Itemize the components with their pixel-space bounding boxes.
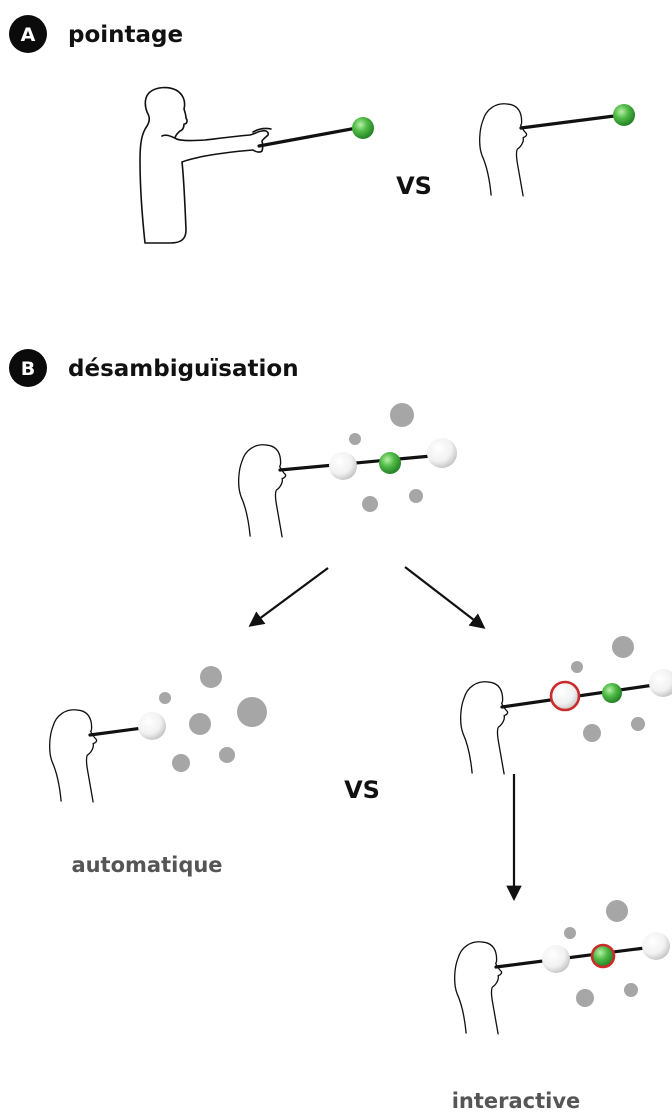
candidate-white-ball bbox=[329, 452, 357, 480]
badge-a bbox=[9, 15, 47, 53]
distractor-dot bbox=[571, 661, 583, 673]
badge-a-letter: A bbox=[21, 24, 36, 46]
distractor-dot bbox=[576, 989, 594, 1007]
arrow-to-automatic bbox=[248, 567, 329, 627]
distractor-dot bbox=[349, 433, 361, 445]
interactive-scene-step-2 bbox=[454, 900, 670, 1035]
automatic-scene bbox=[49, 666, 267, 803]
candidate-white-ball bbox=[649, 669, 672, 697]
distractor-dot bbox=[200, 666, 222, 688]
distractor-dot bbox=[409, 489, 423, 503]
distractor-dot bbox=[362, 496, 378, 512]
distractor-dot bbox=[624, 983, 638, 997]
label-automatic: automatique bbox=[71, 853, 222, 877]
distractor-dot bbox=[612, 636, 634, 658]
gaze-ray-interactive-1 bbox=[500, 681, 670, 709]
badge-b-letter: B bbox=[21, 358, 35, 380]
pointing-ray-finger bbox=[257, 125, 364, 148]
gaze-ray-a bbox=[519, 113, 624, 130]
target-green-ball-gaze bbox=[613, 104, 635, 126]
selected-white-ball bbox=[138, 712, 166, 740]
distractor-dot bbox=[564, 927, 576, 939]
distractor-dot bbox=[219, 747, 235, 763]
distractor-dot bbox=[606, 900, 628, 922]
highlighted-white-ball bbox=[549, 680, 581, 712]
section-b-title: désambiguïsation bbox=[68, 356, 299, 382]
section-a-title: pointage bbox=[68, 22, 183, 48]
candidate-white-ball bbox=[642, 932, 670, 960]
gaze-ray-top bbox=[278, 453, 444, 472]
section-b: B désambiguïsation bbox=[9, 349, 672, 1113]
ambiguous-scene bbox=[238, 403, 457, 538]
gaze-ray-interactive-2 bbox=[494, 944, 662, 969]
badge-b bbox=[9, 349, 47, 387]
selected-target-green-ball bbox=[590, 943, 616, 969]
section-a: A pointage VS bbox=[9, 15, 635, 244]
vs-label-a: VS bbox=[396, 172, 432, 200]
target-green-ball bbox=[352, 117, 374, 139]
distractor-dot bbox=[159, 692, 171, 704]
label-interactive: interactive bbox=[452, 1089, 581, 1113]
distractor-dot bbox=[189, 713, 211, 735]
candidate-white-ball bbox=[542, 945, 570, 973]
distractor-dot bbox=[631, 717, 645, 731]
vs-label-b: VS bbox=[344, 776, 380, 804]
head-gaze-figure bbox=[479, 103, 528, 197]
interactive-scene-step-1 bbox=[460, 636, 672, 775]
target-green-ball bbox=[602, 683, 622, 703]
full-body-pointing-figure bbox=[139, 86, 374, 244]
arrow-to-interactive bbox=[404, 566, 486, 629]
distractor-dot bbox=[390, 403, 414, 427]
candidate-white-ball bbox=[427, 438, 457, 468]
distractor-dot bbox=[237, 697, 267, 727]
distractor-dot bbox=[583, 724, 601, 742]
distractor-dot bbox=[172, 754, 190, 772]
target-green-ball bbox=[379, 452, 401, 474]
